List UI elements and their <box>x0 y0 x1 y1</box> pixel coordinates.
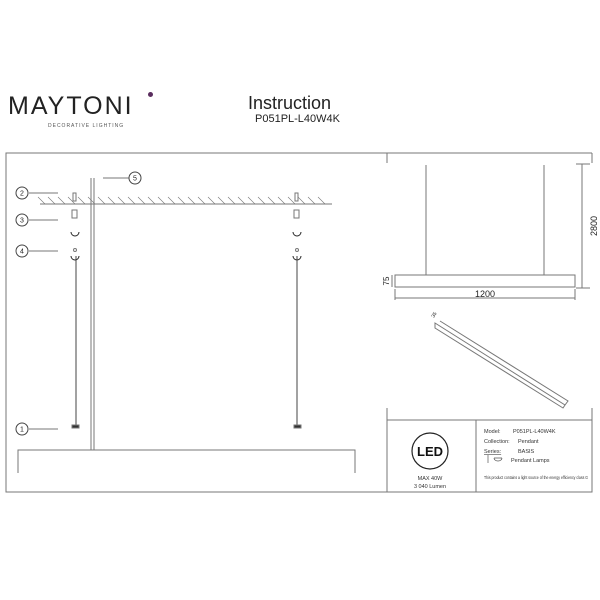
led-icon <box>411 432 449 470</box>
type-value: Pendant Lamps <box>511 458 550 464</box>
dim-profile: 35 <box>431 311 439 319</box>
lamp-isometric <box>434 320 569 409</box>
model-code: P051PL-L40W4K <box>255 113 340 125</box>
lamp-front-view <box>394 274 576 288</box>
led-power: MAX 40W <box>418 476 444 482</box>
callout-3: 3 <box>20 218 24 225</box>
frame-left <box>5 152 387 493</box>
hook-right <box>292 231 302 237</box>
screw-left <box>72 192 77 202</box>
energy-note-line: This product contains a light source of … <box>484 475 588 480</box>
callout-circle-5 <box>128 171 142 185</box>
height-dim <box>576 163 590 289</box>
info-box <box>386 408 593 493</box>
callout-1: 1 <box>20 427 24 434</box>
callout-2: 2 <box>20 191 24 198</box>
series-value: BASIS <box>518 449 535 455</box>
led-label: LED <box>417 444 443 459</box>
brand-logo: MAYTONI <box>8 92 134 120</box>
collection-label: Collection: <box>484 439 510 445</box>
callout-leaders <box>29 177 129 430</box>
dim-height: 2800 <box>589 216 599 236</box>
fixing-left <box>71 424 80 429</box>
lamp-body <box>17 449 356 473</box>
callout-circle-3 <box>15 213 29 227</box>
dowel-right <box>293 209 300 219</box>
model-value: P051PL-L40W4K <box>513 429 556 435</box>
collection-value: Pendant <box>518 439 539 445</box>
page-title: Instruction <box>248 93 332 113</box>
dim-depth: 75 <box>382 276 391 285</box>
callout-circle-1 <box>15 422 29 436</box>
series-label: Series: <box>484 449 502 455</box>
ceiling-hatch <box>37 196 326 205</box>
callout-circle-2 <box>15 186 29 200</box>
model-label: Model: <box>484 429 501 435</box>
logo-dot <box>148 92 153 97</box>
brand-tagline: DECORATIVE LIGHTING <box>48 123 125 129</box>
width-dim <box>394 289 576 300</box>
hook-left <box>70 231 80 237</box>
callout-5: 5 <box>133 176 137 183</box>
pendant-lamp-icon <box>487 455 503 463</box>
screw-right <box>294 192 299 202</box>
fixing-right <box>293 424 302 429</box>
frame-top-right <box>386 152 593 163</box>
dim-width: 1200 <box>475 289 495 299</box>
dowel-left <box>71 209 78 219</box>
led-lumen: 3 040 Lumen <box>414 484 446 490</box>
callout-circle-4 <box>15 244 29 258</box>
callout-4: 4 <box>20 249 24 256</box>
